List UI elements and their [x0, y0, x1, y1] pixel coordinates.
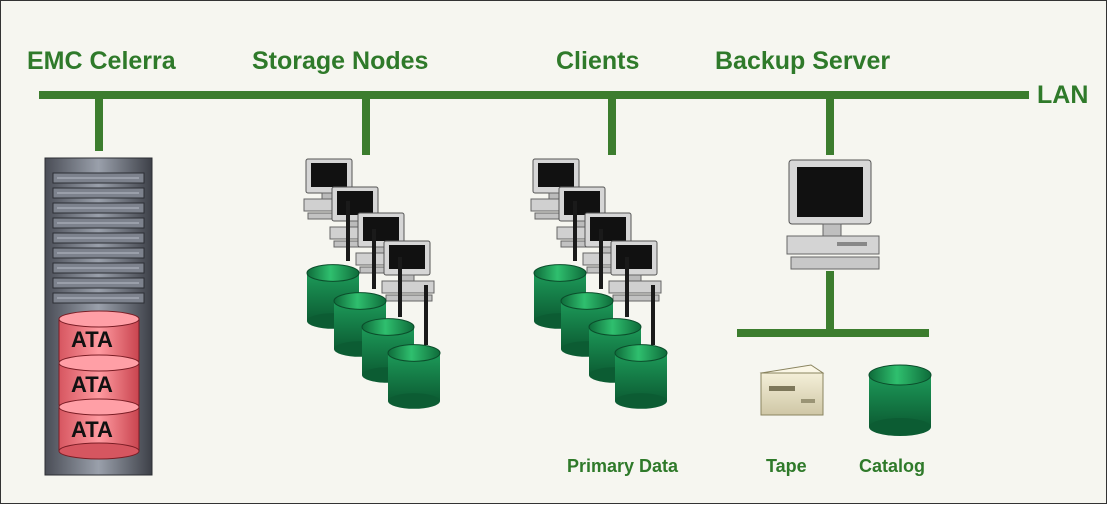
label-tape: Tape [766, 456, 807, 476]
ata-label-2: ATA [71, 372, 113, 397]
label-clients: Clients [556, 47, 640, 75]
clients-group [530, 158, 668, 409]
label-lan: LAN [1037, 81, 1089, 109]
tape-drive-icon [759, 364, 825, 416]
ata-label-3: ATA [71, 417, 113, 442]
workstation-icon [608, 240, 662, 302]
ata-disk-icon [58, 398, 140, 460]
ata-disk-stack [58, 310, 140, 460]
desktop-computer-icon [786, 159, 880, 270]
ata-label-1: ATA [71, 327, 113, 352]
workstation-icon [381, 240, 435, 302]
label-primary-data: Primary Data [567, 456, 679, 476]
label-storage-nodes: Storage Nodes [252, 47, 429, 75]
label-catalog: Catalog [859, 456, 926, 476]
lan-line [39, 91, 1029, 337]
workstation-icon [582, 212, 636, 274]
storage-nodes-group [303, 158, 441, 409]
catalog-database-icon [868, 364, 932, 436]
ata-disk-icon [58, 354, 140, 406]
label-backup-server: Backup Server [715, 47, 891, 75]
label-emc-celerra: EMC Celerra [27, 47, 176, 75]
ata-disk-icon [58, 310, 140, 362]
database-cylinder-icon [614, 344, 668, 409]
database-cylinder-icon [387, 344, 441, 409]
